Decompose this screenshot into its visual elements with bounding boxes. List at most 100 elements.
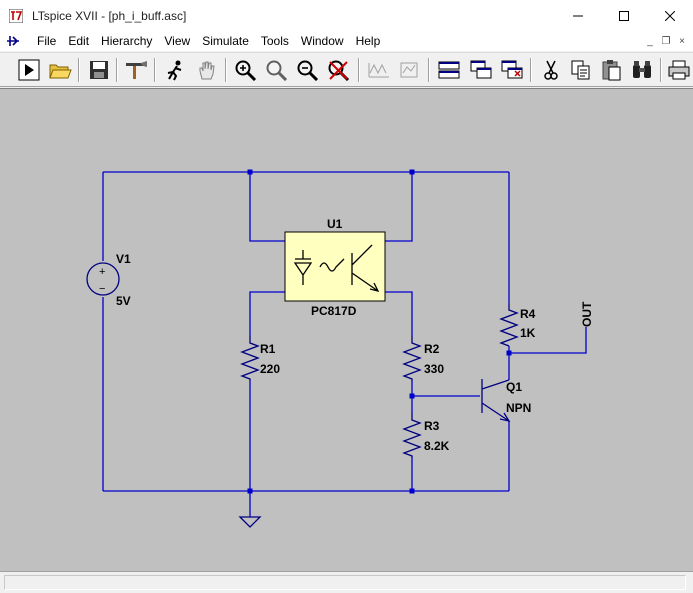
hand-button[interactable] — [194, 58, 220, 82]
runner-icon — [167, 60, 182, 81]
save-button[interactable] — [86, 58, 112, 82]
u1-light-wave-icon — [319, 258, 345, 272]
u1-phototransistor-icon — [351, 244, 380, 292]
menu-window[interactable]: Window — [300, 34, 344, 48]
r2-body — [402, 336, 422, 381]
tile-horizontal-button[interactable] — [436, 58, 462, 82]
menu-help[interactable]: Help — [355, 34, 381, 48]
r3-body — [402, 413, 422, 458]
zoom-area-button[interactable] — [264, 58, 290, 82]
resistor-r1[interactable]: R1 220 — [240, 336, 280, 381]
toolbar-separator — [225, 58, 227, 82]
find-icon — [633, 61, 651, 78]
r4-body — [499, 303, 519, 347]
transistor-q1[interactable]: Q1 NPN — [481, 379, 531, 422]
wire-u1-pin4[interactable] — [385, 172, 413, 242]
menu-simulate[interactable]: Simulate — [202, 34, 249, 48]
close-button[interactable] — [647, 0, 693, 31]
voltage-source-v1[interactable]: + − V1 5V — [86, 252, 131, 308]
r1-value-label[interactable]: 220 — [260, 362, 280, 376]
v1-value-label[interactable]: 5V — [116, 294, 131, 308]
r4-name-label[interactable]: R4 — [520, 307, 536, 321]
toolbar-separator — [78, 58, 80, 82]
cascade-icon — [470, 60, 492, 79]
close-windows-icon — [501, 60, 523, 79]
autorange-button[interactable] — [397, 58, 423, 82]
menu-bar: File Edit Hierarchy View Simulate Tools … — [0, 31, 693, 51]
v1-body — [86, 262, 120, 296]
r2-value-label[interactable]: 330 — [424, 362, 444, 376]
r3-name-label[interactable]: R3 — [424, 419, 440, 433]
resistor-r4[interactable]: R4 1K — [499, 303, 536, 347]
schematic-canvas[interactable]: + − V1 5V U1 PC817D R1 220 R2 330 — [0, 88, 693, 571]
menu-view[interactable]: View — [164, 34, 191, 48]
q1-name-label[interactable]: Q1 — [506, 380, 522, 394]
wire-u1-pin2[interactable] — [249, 291, 285, 336]
zoom-cancel-button[interactable] — [326, 58, 352, 82]
mdi-restore-button[interactable]: ❐ — [661, 35, 671, 47]
q1-value-label[interactable]: NPN — [506, 401, 531, 415]
junctions — [247, 169, 512, 494]
resistor-r2[interactable]: R2 330 — [402, 336, 444, 381]
toolbar-separator — [660, 58, 662, 82]
close-windows-button[interactable] — [499, 58, 525, 82]
junction-dot — [409, 169, 415, 175]
open-icon — [49, 64, 72, 79]
maximize-button[interactable] — [601, 0, 647, 31]
print-button[interactable] — [666, 58, 692, 82]
mdi-close-button[interactable]: × — [679, 35, 685, 47]
menu-file[interactable]: File — [37, 34, 57, 48]
paste-icon — [602, 60, 621, 81]
toolbar-separator — [154, 58, 156, 82]
hammer-button[interactable] — [123, 58, 149, 82]
cut-button[interactable] — [538, 58, 564, 82]
zoom-out-icon — [297, 60, 319, 81]
minimize-icon — [573, 15, 583, 16]
v1-minus-sign: − — [99, 283, 105, 295]
run-button[interactable] — [16, 58, 42, 82]
out-net-label[interactable]: OUT — [580, 301, 594, 327]
menu-tools[interactable]: Tools — [260, 34, 289, 48]
menu-edit[interactable]: Edit — [68, 34, 90, 48]
r3-value-label[interactable]: 8.2K — [424, 439, 450, 453]
copy-button[interactable] — [568, 58, 594, 82]
title-bar: LTspice XVII - [ph_i_buff.asc] — [0, 0, 693, 31]
find-button[interactable] — [629, 58, 655, 82]
maximize-icon — [619, 10, 629, 21]
v1-name-label[interactable]: V1 — [116, 252, 131, 266]
wire-out[interactable] — [509, 327, 587, 354]
schematic-drawing[interactable]: + − V1 5V U1 PC817D R1 220 R2 330 — [0, 89, 693, 572]
q1-body — [481, 379, 511, 422]
open-button[interactable] — [47, 58, 73, 82]
u1-value-label[interactable]: PC817D — [311, 304, 357, 318]
mdi-minimize-button[interactable]: _ — [647, 35, 653, 47]
schematic-doc-icon[interactable] — [5, 33, 21, 49]
mdi-controls: _ ❐ × — [643, 34, 689, 48]
u1-led-diode-icon — [293, 250, 313, 285]
resistor-r3[interactable]: R3 8.2K — [402, 413, 450, 458]
wire-u1-pin3[interactable] — [385, 291, 413, 336]
junction-dot — [247, 169, 253, 175]
waveform-icon — [368, 63, 389, 78]
cut-icon — [544, 60, 558, 80]
r2-name-label[interactable]: R2 — [424, 342, 440, 356]
paste-button[interactable] — [598, 58, 624, 82]
zoom-out-button[interactable] — [295, 58, 321, 82]
zoom-in-button[interactable] — [233, 58, 259, 82]
v1-plus-sign: + — [99, 266, 105, 278]
menu-hierarchy[interactable]: Hierarchy — [101, 34, 153, 48]
minimize-button[interactable] — [555, 0, 601, 31]
waveform-button[interactable] — [366, 58, 392, 82]
wire-u1-pin1[interactable] — [249, 172, 285, 242]
optocoupler-u1[interactable]: U1 PC817D — [284, 217, 386, 318]
ltspice-app-icon[interactable] — [9, 8, 23, 23]
ground-symbol[interactable] — [238, 516, 262, 528]
zoom-in-icon — [235, 60, 257, 81]
runner-button[interactable] — [162, 58, 188, 82]
cascade-button[interactable] — [468, 58, 494, 82]
toolbar-separator — [116, 58, 118, 82]
window-controls — [555, 0, 693, 31]
u1-name-label[interactable]: U1 — [327, 217, 343, 231]
r4-value-label[interactable]: 1K — [520, 326, 536, 340]
r1-name-label[interactable]: R1 — [260, 342, 276, 356]
